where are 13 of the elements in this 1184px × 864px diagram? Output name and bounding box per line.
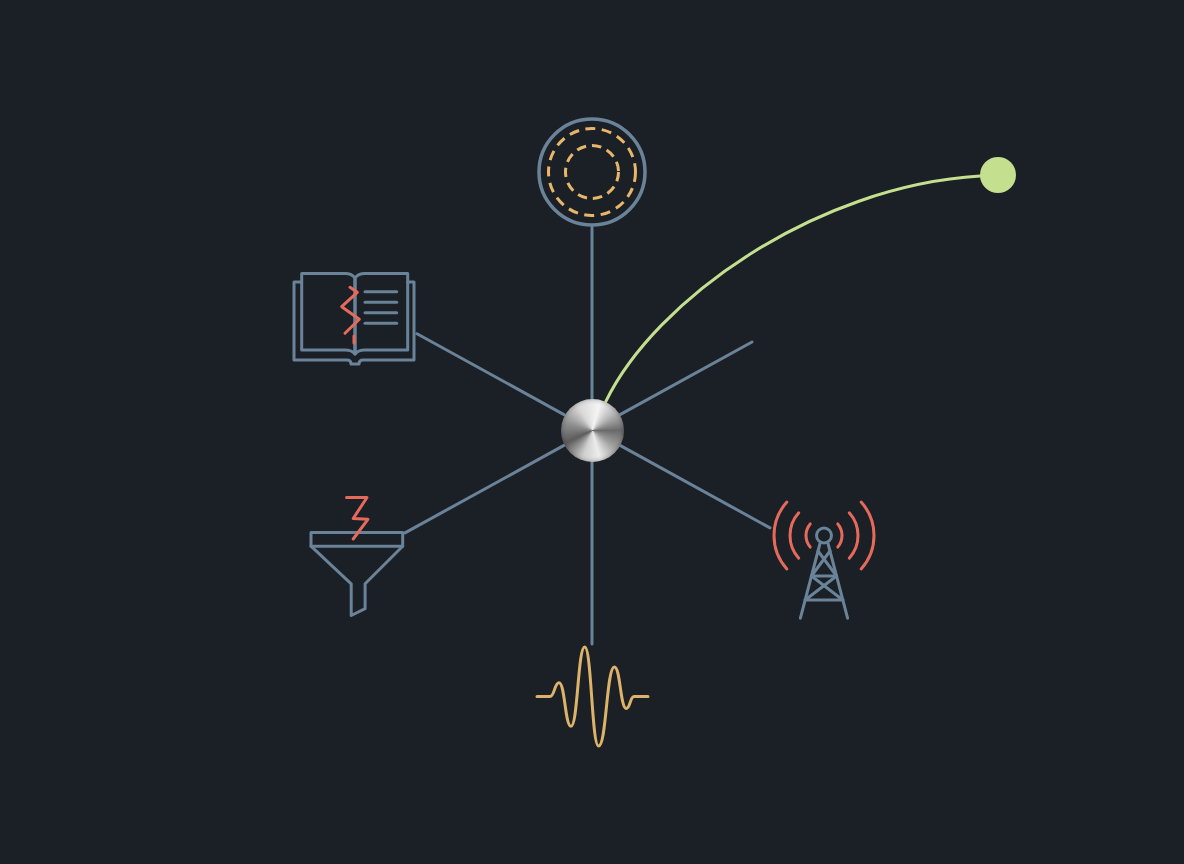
spoke-line <box>618 443 772 530</box>
spoke-line <box>618 340 754 417</box>
spoke-line <box>415 332 566 417</box>
curved-connector <box>604 174 982 404</box>
spoke-line <box>403 443 566 535</box>
funnel-icon <box>309 493 405 618</box>
waveform-icon <box>535 644 650 750</box>
endpoint-dot <box>980 157 1016 193</box>
dashed-rings-icon <box>537 117 647 227</box>
spoke-line <box>590 460 594 646</box>
open-book-icon <box>291 270 417 367</box>
spoke-line <box>590 225 594 400</box>
metal-hub-disc <box>560 398 624 462</box>
